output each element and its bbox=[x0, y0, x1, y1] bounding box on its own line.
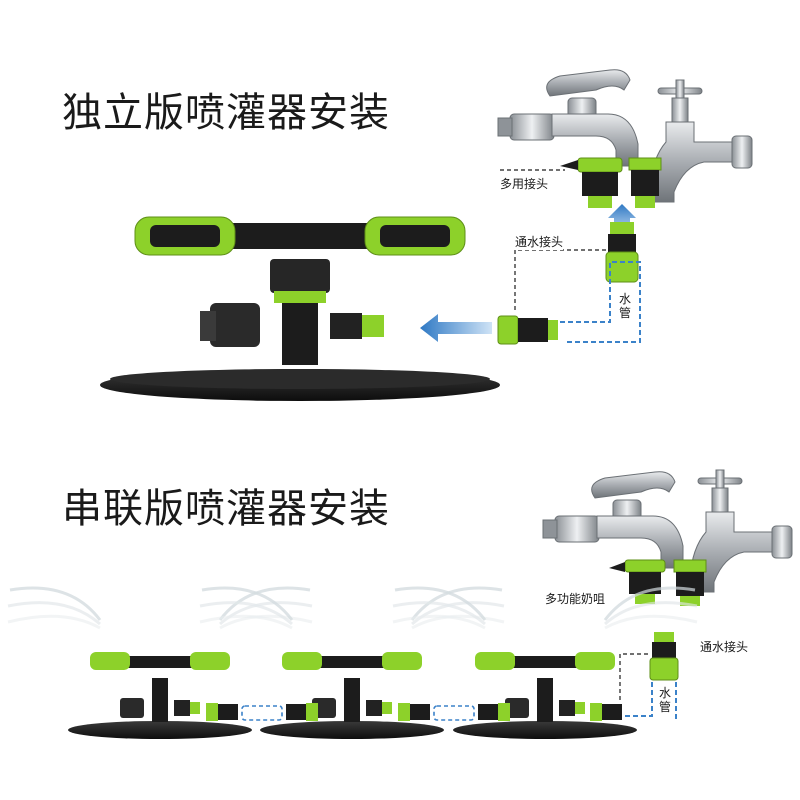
multi-connector-label: 多用接头 bbox=[500, 175, 549, 192]
water-connector-top bbox=[605, 222, 639, 283]
hose-label: 水管 bbox=[618, 292, 632, 320]
standalone-title: 独立版喷灌器安装 bbox=[62, 90, 390, 136]
series-hose-label: 水管 bbox=[658, 686, 672, 714]
faucet-lever-icon bbox=[497, 69, 639, 167]
series-title: 串联版喷灌器安装 bbox=[62, 486, 390, 532]
water-connector-label: 通水接头 bbox=[515, 233, 564, 250]
sprinkler-icon bbox=[99, 216, 501, 402]
multi-connector-left bbox=[560, 157, 623, 208]
multi-connector-right bbox=[628, 157, 662, 208]
faucet-cross-icon bbox=[649, 79, 753, 203]
series-water-connector-label: 通水接头 bbox=[700, 638, 749, 655]
multi-nipple-label: 多功能奶咀 bbox=[545, 590, 606, 607]
hose-connector-icon bbox=[497, 315, 558, 345]
